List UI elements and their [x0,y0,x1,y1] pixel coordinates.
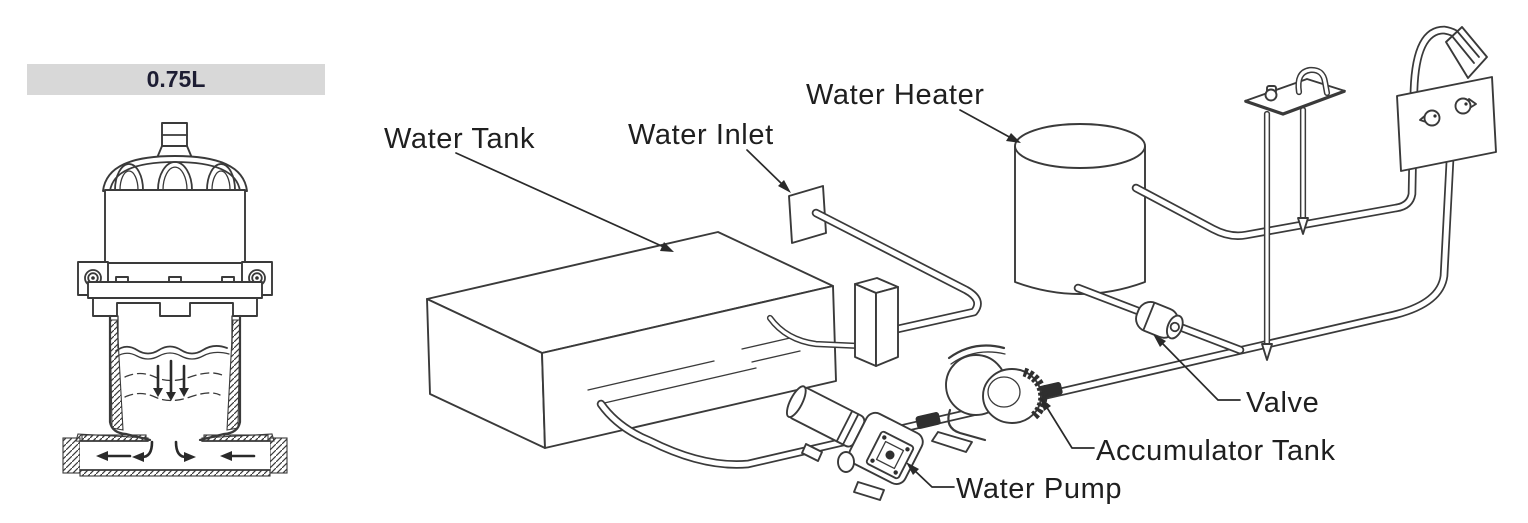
label-water-tank: Water Tank [384,123,674,252]
banner-background [27,64,325,95]
water-tank-arrowhead-icon [660,242,674,252]
capacity-label: 0.75L [147,66,206,92]
capacity-banner: 0.75L [27,64,325,95]
shower-head-icon [1445,26,1488,79]
label-water-pump: Water Pump [906,462,1122,505]
accumulator-tank-drawing [915,344,1063,453]
valve-drawing [1135,301,1184,340]
label-accumulator-tank: Accumulator Tank [1040,397,1336,467]
label-valve: Valve [1153,334,1319,419]
accumulator-arrowhead-icon [1040,397,1051,411]
accumulator-detail-drawing [62,122,288,477]
water-inlet-label: Water Inlet [628,119,774,151]
water-heater-drawing [1014,123,1146,295]
water-pump-drawing [785,385,924,501]
water-heater-arrowhead-icon [1006,133,1021,143]
label-water-heater: Water Heater [806,79,1021,143]
accumulator-tank-label: Accumulator Tank [1096,435,1336,467]
valve-arrowhead-icon [1153,334,1166,347]
water-tank-label: Water Tank [384,123,535,155]
water-heater-label: Water Heater [806,79,985,111]
inlet-pipes [766,208,982,350]
water-pump-arrowhead-icon [906,462,919,475]
valve-label: Valve [1246,387,1319,419]
water-inlet-arrowhead-icon [778,180,791,193]
water-inlet-drawing [788,185,827,244]
water-tank-drawing [426,231,837,449]
label-water-inlet: Water Inlet [628,119,791,193]
faucet-pipes [1261,106,1309,361]
filler-box-drawing [854,277,899,367]
faucet-drawing [1244,66,1346,116]
water-pump-label: Water Pump [956,473,1122,505]
shower-panel-drawing [1396,76,1497,172]
